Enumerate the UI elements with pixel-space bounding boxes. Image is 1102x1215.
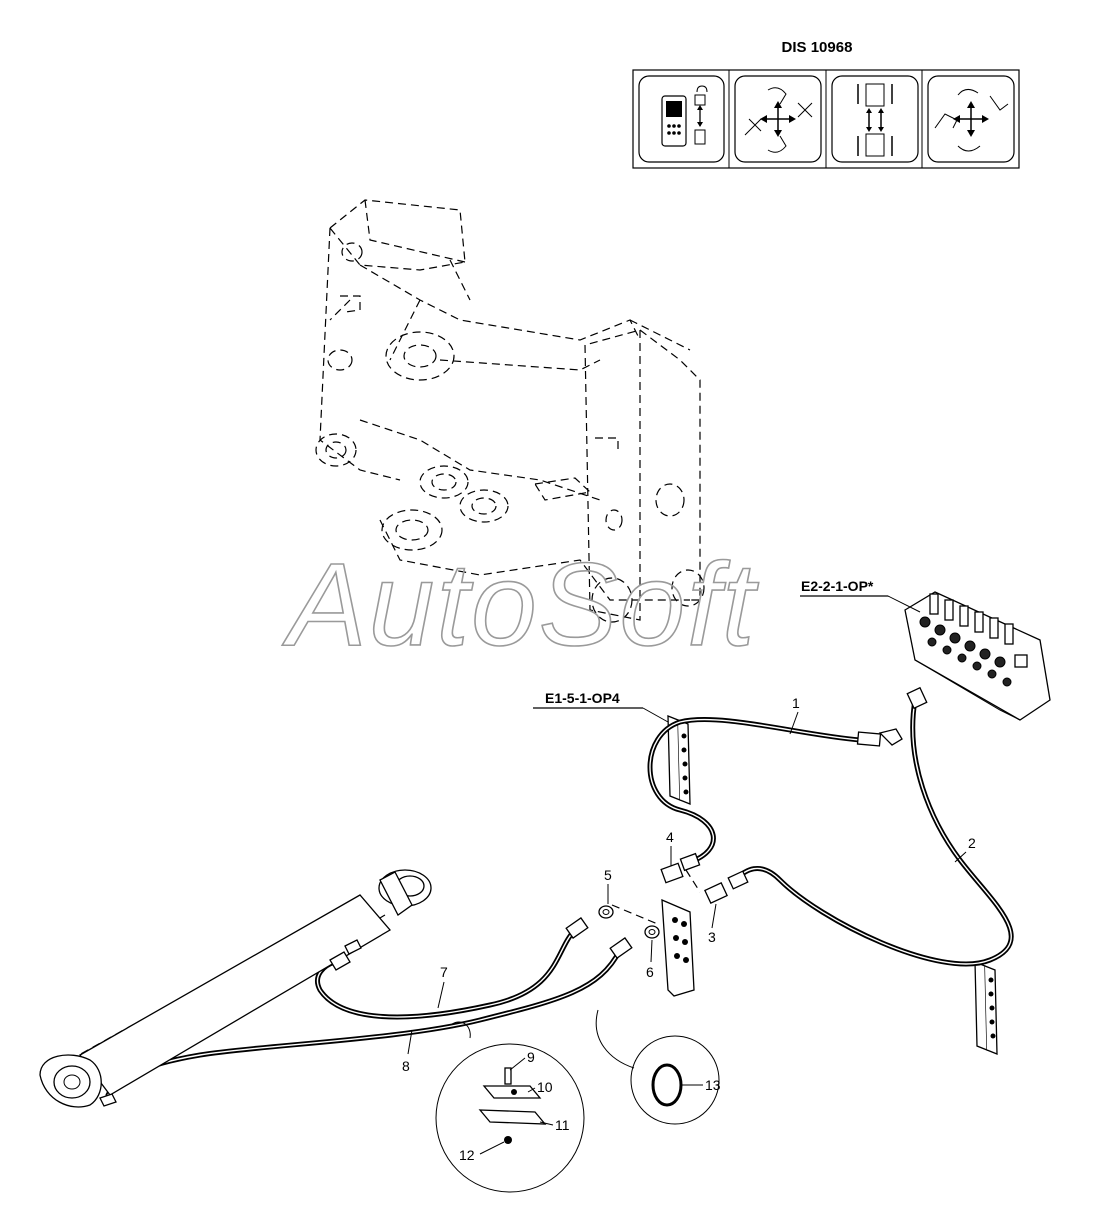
ref-bracket-label: E1-5-1-OP4 (545, 690, 620, 706)
icon-strip (632, 69, 1020, 169)
callout-12: 12 (459, 1147, 475, 1163)
fittings (565, 686, 928, 959)
callout-7: 7 (440, 964, 448, 980)
callout-1: 1 (792, 695, 800, 711)
control-valve (904, 591, 1051, 721)
hydraulic-cylinder (39, 869, 432, 1108)
hose-clamp-bracket-lower (974, 961, 998, 1055)
excavator-controls-icon (734, 75, 822, 163)
callout-4: 4 (666, 829, 674, 845)
callout-8: 8 (402, 1058, 410, 1074)
mounting-plate (661, 898, 695, 997)
hose-clamp-bracket-upper (667, 715, 691, 805)
callout-3: 3 (708, 929, 716, 945)
boom-arm-controls-icon (927, 75, 1015, 163)
watermark-text: AutoSoft (282, 539, 759, 671)
boom-swing-frame (315, 199, 705, 623)
callout-9: 9 (527, 1049, 535, 1065)
detail-view-clamp (435, 1021, 585, 1193)
ref-valve-label: E2-2-1-OP* (801, 578, 874, 594)
callout-2: 2 (968, 835, 976, 851)
callout-6: 6 (646, 964, 654, 980)
remote-control-icon (638, 75, 725, 163)
callouts: 1 2 3 4 5 6 7 8 9 10 11 12 13 (402, 695, 976, 1163)
callout-11: 11 (555, 1117, 570, 1133)
hoses (105, 697, 1014, 1098)
detail-view-oring (595, 1009, 720, 1125)
callout-10: 10 (537, 1079, 553, 1095)
diagram-code: DIS 10968 (782, 39, 853, 56)
callout-5: 5 (604, 867, 612, 883)
callout-13: 13 (705, 1077, 721, 1093)
track-controls-icon (831, 75, 919, 163)
